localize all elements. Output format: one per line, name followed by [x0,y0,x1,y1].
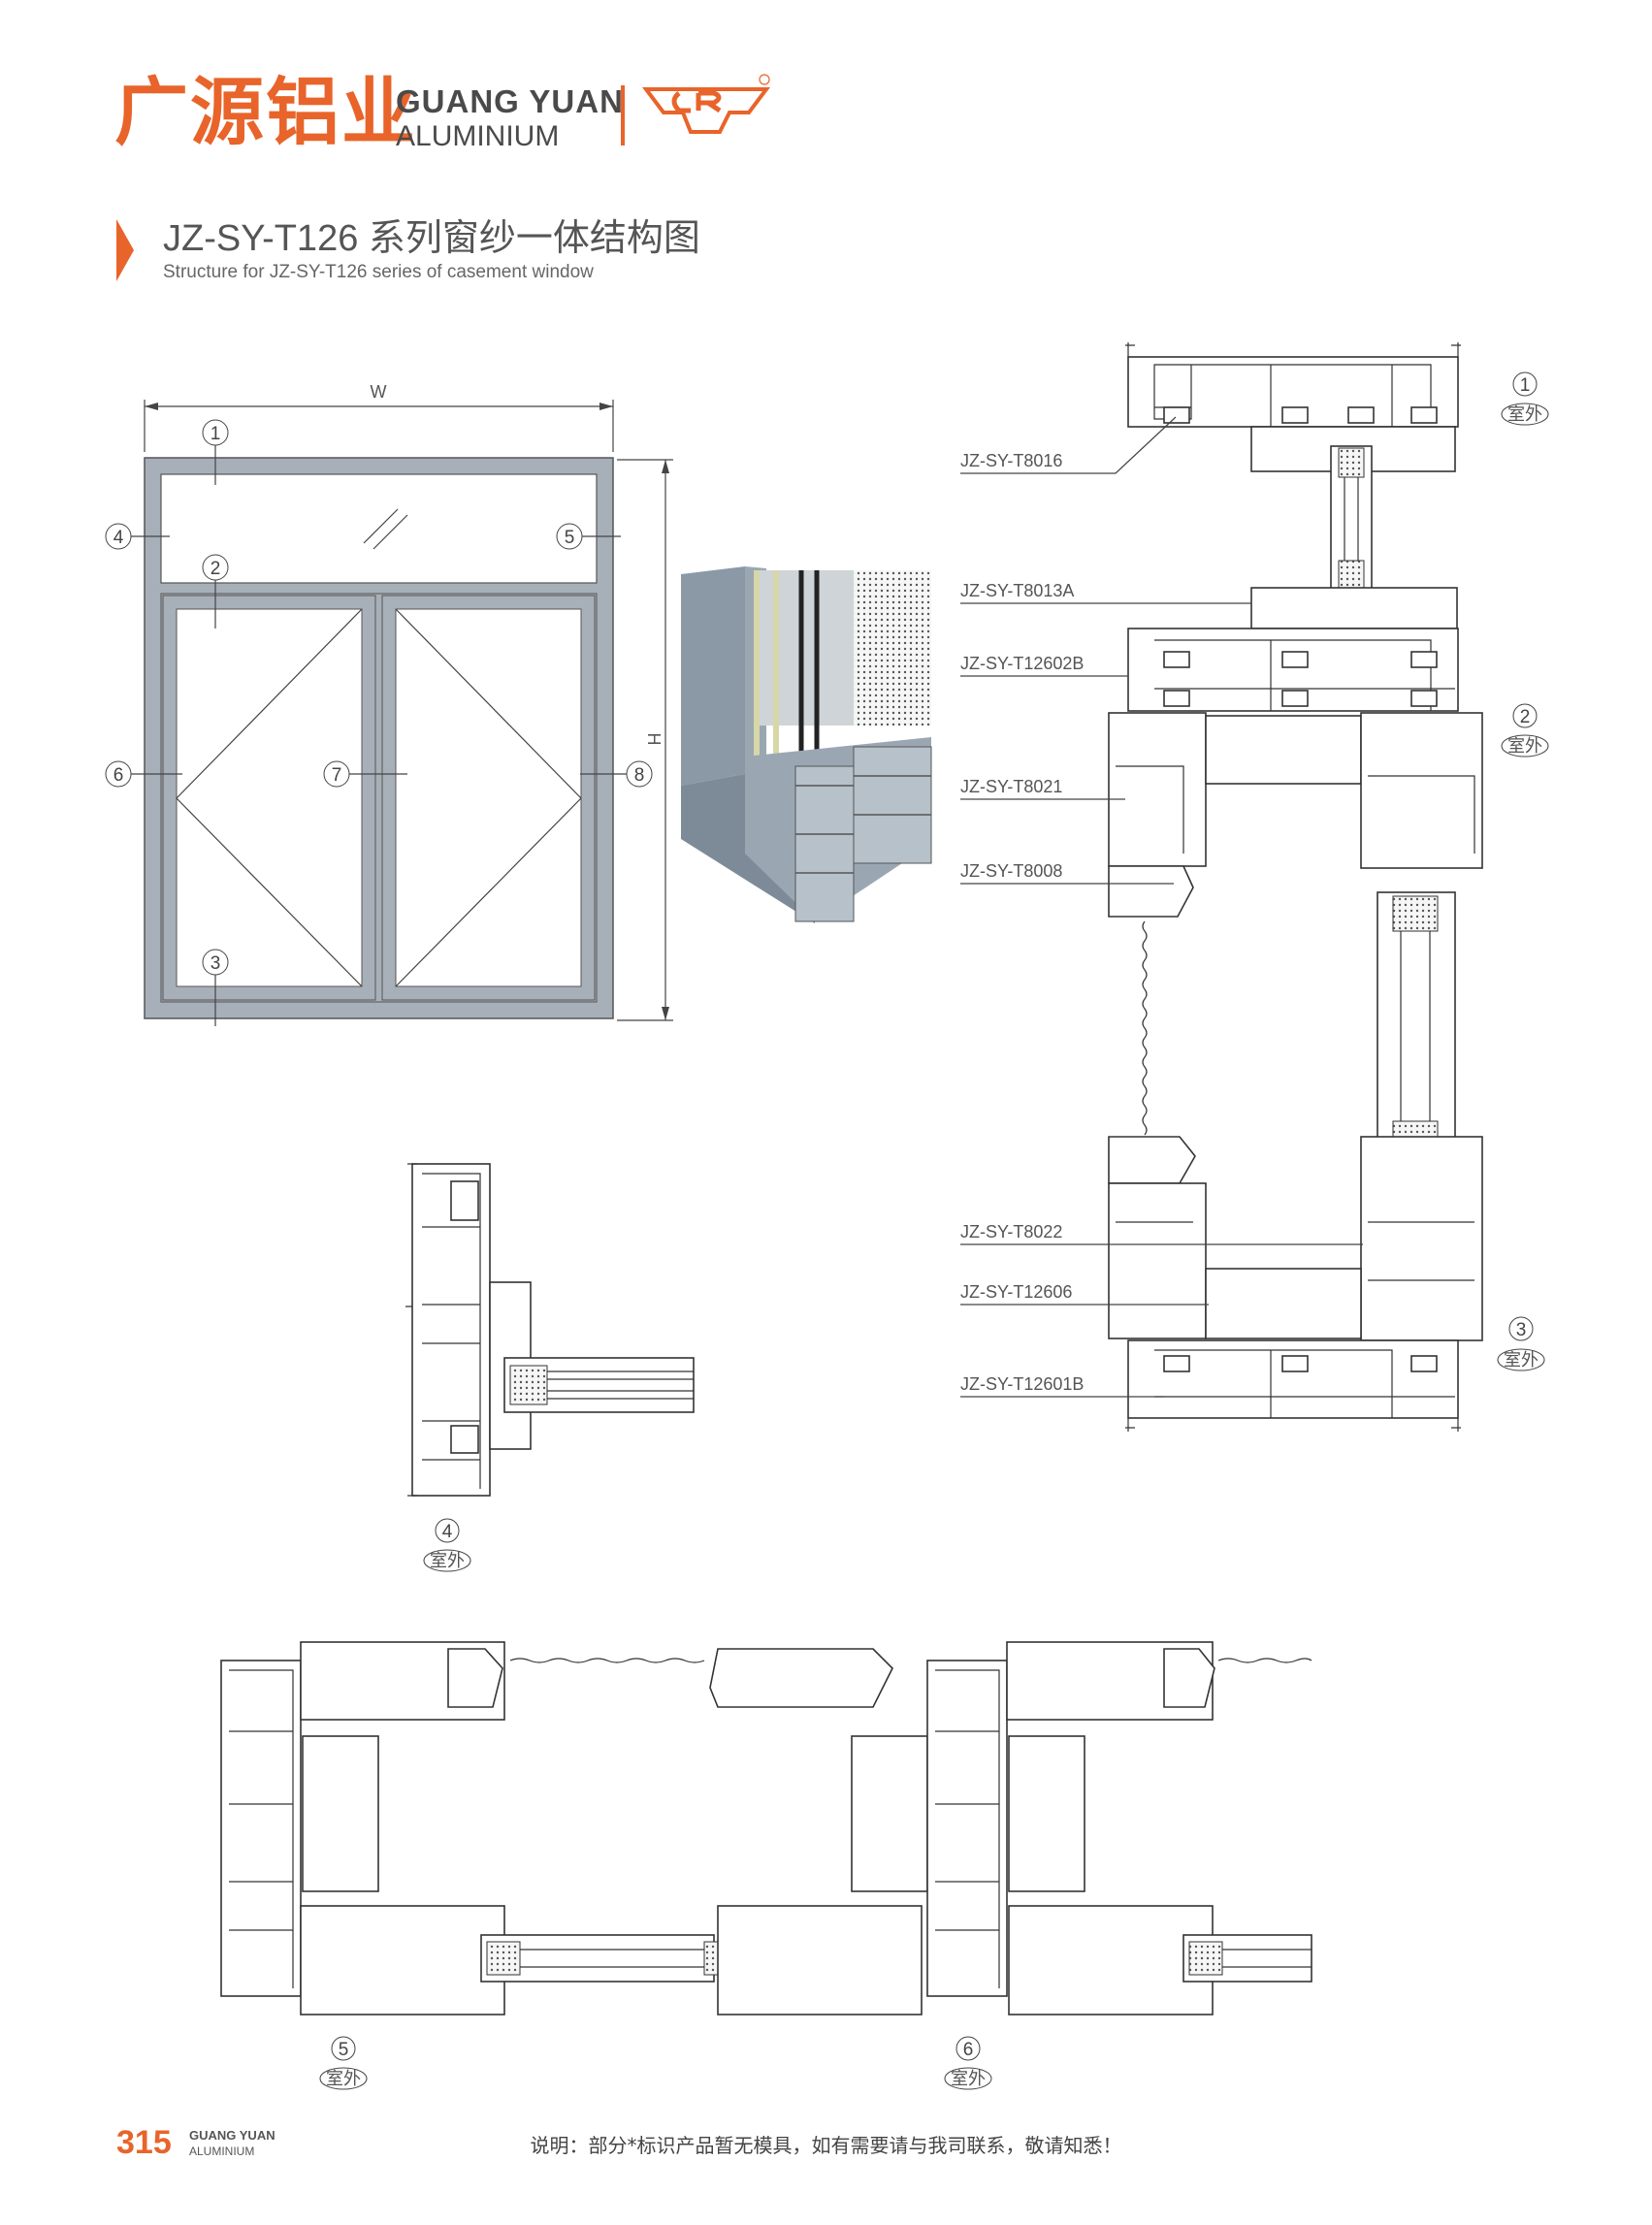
svg-text:3: 3 [1516,1320,1527,1340]
vertical-section [1108,342,1483,1432]
callout-4: 4 [105,523,170,550]
side-section-4: 4 室外 [405,1163,695,1572]
section-callout-3: 3 室外 [1497,1316,1545,1371]
svg-text:3: 3 [211,953,221,974]
label-t8008: JZ-SY-T8008 [960,861,1062,881]
width-label: W [371,382,387,402]
svg-text:2: 2 [1520,707,1531,727]
label-t12606: JZ-SY-T12606 [960,1282,1072,1302]
outdoor-mark: 室外 [326,2069,361,2088]
svg-text:1: 1 [1520,375,1531,396]
callout-8: 8 [580,760,653,788]
label-t8021: JZ-SY-T8021 [960,777,1062,796]
brand-logo-icon [642,74,770,134]
section-callout-2: 2 室外 [1501,703,1549,758]
brand-english-line1: GUANG YUAN [396,83,624,119]
svg-text:7: 7 [332,765,342,786]
svg-text:1: 1 [211,424,221,444]
svg-text:6: 6 [113,765,124,786]
svg-text:2: 2 [211,559,221,579]
svg-text:6: 6 [963,2040,974,2060]
svg-text:4: 4 [442,1522,453,1542]
outdoor-mark: 室外 [430,1551,465,1570]
svg-text:4: 4 [113,528,124,548]
height-label: H [644,733,664,746]
outdoor-mark: 室外 [951,2069,986,2088]
page-title: JZ-SY-T126 系列窗纱一体结构图 [163,218,700,259]
profile-labels: JZ-SY-T8016 JZ-SY-T8013A JZ-SY-T12602B J… [960,451,1084,1394]
brand-chinese-name: 广源铝业 [114,69,417,155]
width-dimension: W [144,382,614,452]
outdoor-mark: 室外 [1504,1350,1539,1370]
brand-separator [621,85,625,145]
svg-text:5: 5 [339,2040,349,2060]
footer-note: 说明：部分*标识产品暂无模具，如有需要请与我司联系，敬请知悉！ [530,2134,1122,2157]
profile-leaders [960,416,1363,1398]
corner-3d-render [681,566,932,923]
callout-1: 1 [202,419,229,485]
section-callout-1: 1 室外 [1501,371,1549,426]
callout-5: 5 [556,523,621,550]
brand-english-line2: ALUMINIUM [396,120,560,152]
svg-text:5: 5 [565,528,575,548]
callout-2: 2 [202,554,229,629]
label-t12601b: JZ-SY-T12601B [960,1374,1084,1394]
svg-text:8: 8 [634,765,645,786]
callout-7: 7 [323,760,407,788]
callout-6: 6 [105,760,182,788]
footer-brand-line1: GUANG YUAN [189,2128,275,2143]
callout-3: 3 [202,949,229,1026]
title-marker-icon [116,219,134,281]
label-t12602b: JZ-SY-T12602B [960,654,1084,673]
label-t8016: JZ-SY-T8016 [960,451,1062,470]
page-subtitle: Structure for JZ-SY-T126 series of casem… [163,262,594,282]
footer-brand-line2: ALUMINIUM [189,2144,255,2158]
horizontal-section: 5 室外 6 室外 [220,1641,1312,2090]
outdoor-mark: 室外 [1507,404,1542,424]
outdoor-mark: 室外 [1507,736,1542,756]
window-elevation [144,457,614,1019]
height-dimension: H [617,459,673,1021]
label-t8013a: JZ-SY-T8013A [960,581,1074,600]
page-number: 315 [116,2124,172,2161]
label-t8022: JZ-SY-T8022 [960,1222,1062,1241]
